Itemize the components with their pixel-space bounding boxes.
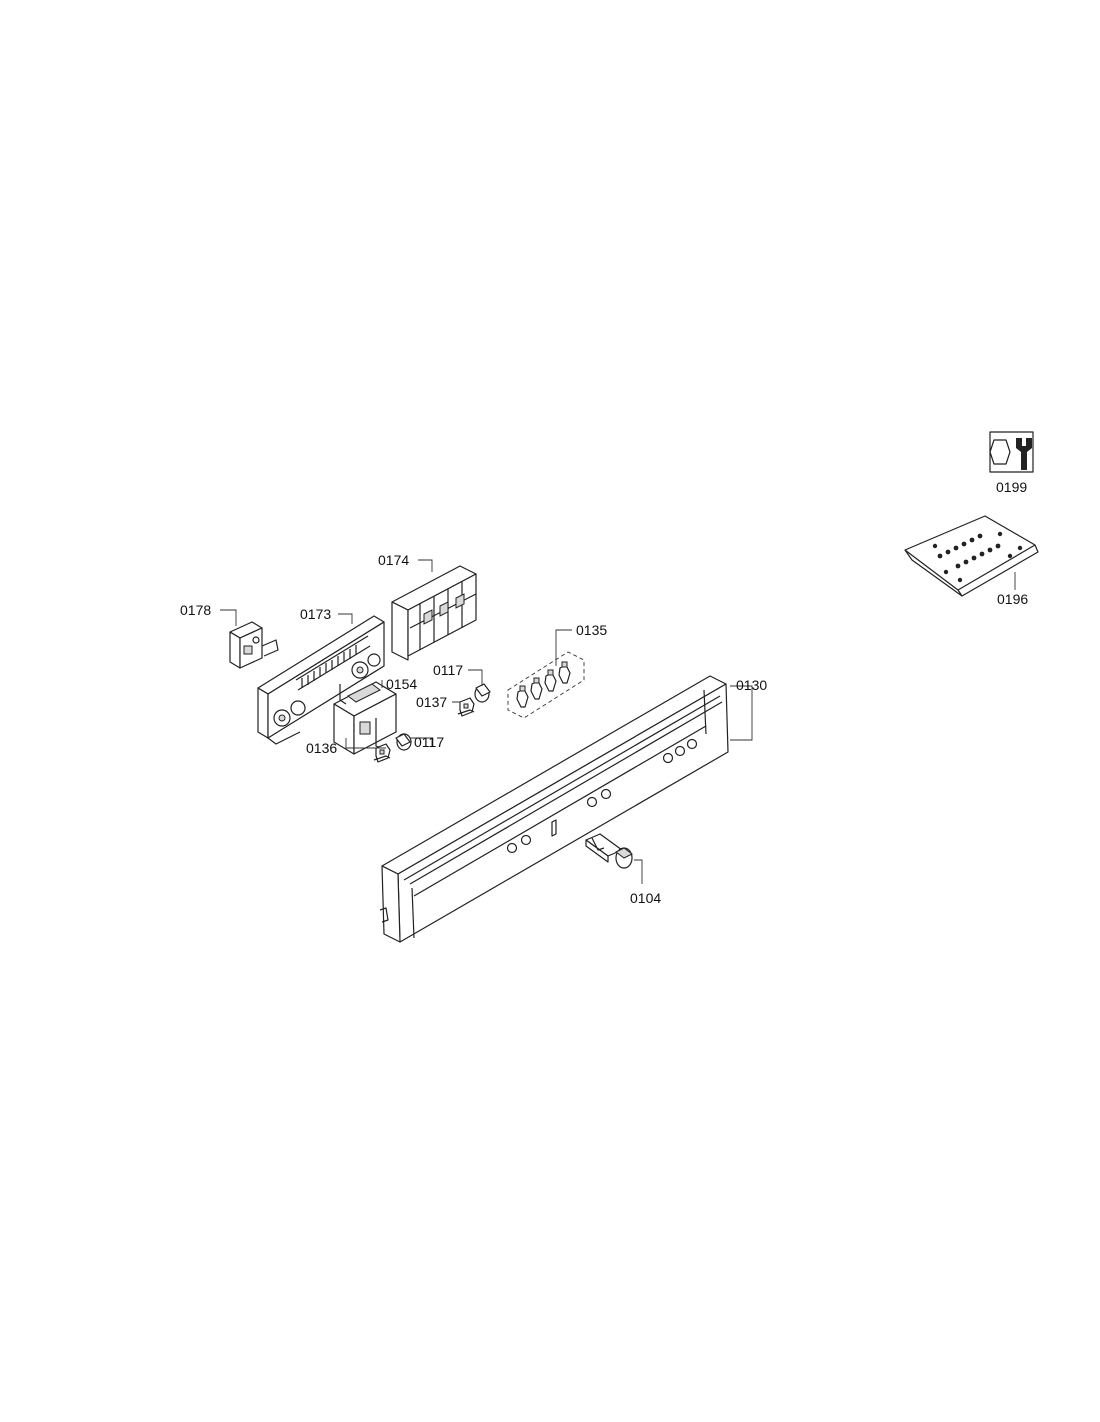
label-0196: 0196 (997, 591, 1028, 607)
part-0130 (379, 675, 729, 943)
group-0135-frame (507, 651, 585, 719)
part-0174 (391, 565, 477, 661)
part-0137 (457, 697, 475, 717)
label-0136: 0136 (306, 740, 337, 756)
part-0135 (516, 661, 571, 708)
part-0104 (585, 833, 633, 869)
part-0117-lower (395, 733, 412, 751)
wrench-nut-icon (989, 431, 1034, 473)
label-0173: 0173 (300, 606, 331, 622)
part-0117-upper (474, 683, 491, 703)
label-0130: 0130 (736, 677, 767, 693)
part-0154 (333, 681, 397, 755)
part-0173 (257, 615, 385, 745)
label-0154: 0154 (386, 676, 417, 692)
label-0174: 0174 (378, 552, 409, 568)
label-0117-lower: 0117 (414, 734, 444, 750)
label-0178: 0178 (180, 602, 211, 618)
label-0199: 0199 (996, 479, 1027, 495)
screw-bag-icon (904, 515, 1039, 597)
label-0104: 0104 (630, 890, 661, 906)
label-0137: 0137 (416, 694, 447, 710)
label-0135: 0135 (576, 622, 607, 638)
label-0117-upper: 0117 (433, 662, 463, 678)
part-0178 (229, 621, 279, 669)
part-0136 (373, 743, 391, 763)
